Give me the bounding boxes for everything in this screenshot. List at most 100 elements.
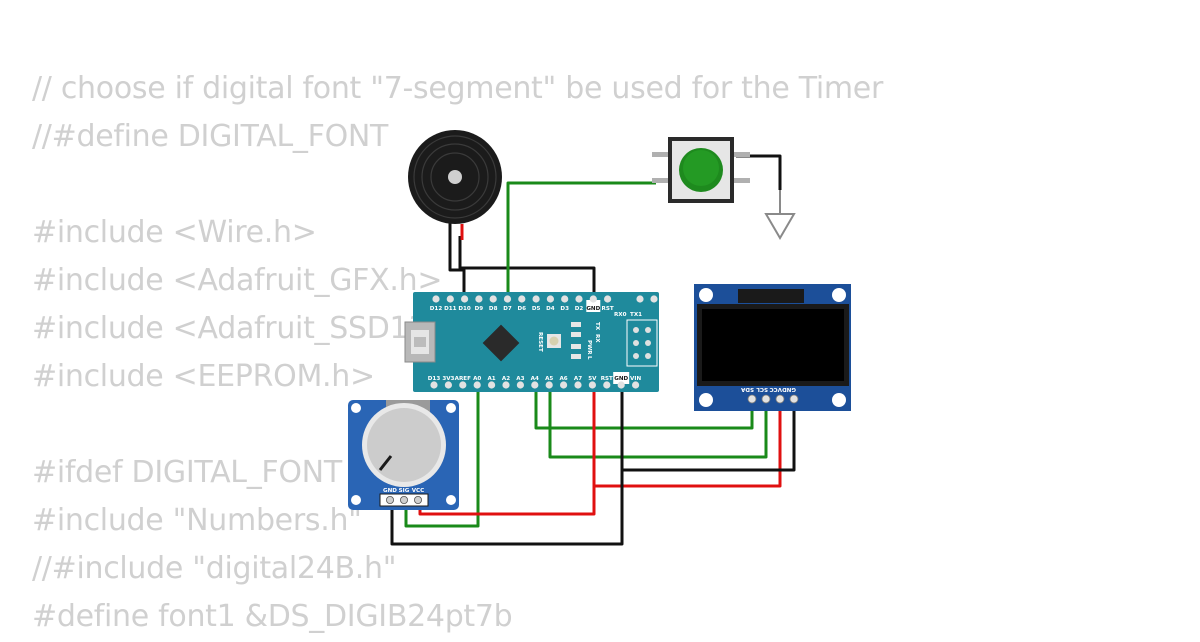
pin-label-a6: A6 bbox=[559, 376, 567, 382]
pin-label-d2: D2 bbox=[575, 306, 584, 312]
oled-pin-label-gnd: GND bbox=[782, 386, 796, 392]
pot-knob[interactable] bbox=[367, 408, 441, 482]
wire-gnd-oled-gnd[interactable] bbox=[620, 384, 796, 472]
pot-pin-label-sig: SIG bbox=[399, 488, 410, 494]
pin-d8[interactable] bbox=[489, 295, 497, 303]
wire-button-gnd[interactable] bbox=[736, 154, 782, 190]
pin-label-3v3: 3V3 bbox=[442, 376, 454, 382]
pin-label-d3: D3 bbox=[560, 306, 569, 312]
pin-unlabeled[interactable] bbox=[636, 295, 644, 303]
pin-d4[interactable] bbox=[546, 295, 555, 303]
pin-a3[interactable] bbox=[516, 381, 525, 389]
pin-a7[interactable] bbox=[574, 381, 582, 389]
mcu-chip-icon bbox=[482, 324, 520, 362]
pin-gnd[interactable] bbox=[617, 381, 625, 389]
pin-gnd[interactable] bbox=[589, 295, 597, 303]
pin-d12[interactable] bbox=[432, 295, 440, 303]
code-line: // choose if digital font "7-segment" be… bbox=[32, 71, 883, 106]
oled-pin-scl[interactable] bbox=[761, 394, 771, 404]
pin-d7[interactable] bbox=[503, 295, 512, 303]
reset-label: RESET bbox=[537, 332, 543, 352]
pin-d5[interactable] bbox=[532, 295, 540, 303]
pin-label-rst: RST bbox=[601, 376, 613, 382]
pin-a0[interactable] bbox=[473, 381, 481, 389]
pot-pin-sig[interactable] bbox=[399, 495, 408, 504]
oled-pin-label-scl: SCL bbox=[756, 386, 768, 392]
tx1-label: TX1 bbox=[630, 312, 642, 318]
code-line: #ifdef DIGITAL_FONT bbox=[32, 455, 342, 490]
pin-label-a7: A7 bbox=[574, 376, 582, 382]
wire-buzzer-d10[interactable] bbox=[448, 222, 466, 298]
pin-label-gnd: GND bbox=[586, 306, 600, 312]
pin-d3[interactable] bbox=[561, 295, 569, 303]
pin-d2[interactable] bbox=[575, 295, 583, 303]
pin-label-rst: RST bbox=[602, 306, 614, 312]
pin-label-a1: A1 bbox=[487, 376, 495, 382]
pin-d11[interactable] bbox=[446, 295, 454, 303]
rx0-label: RX0 bbox=[614, 312, 627, 318]
pot-pin-label-gnd: GND bbox=[383, 488, 397, 494]
pin-a6[interactable] bbox=[560, 381, 568, 389]
pot-pin-gnd[interactable] bbox=[385, 495, 394, 504]
pot-pin-vcc[interactable] bbox=[413, 495, 422, 504]
oled-pin-sda[interactable] bbox=[747, 394, 757, 404]
pin-d13[interactable] bbox=[430, 381, 438, 389]
pin-unlabeled[interactable] bbox=[650, 295, 658, 303]
pin-3v3[interactable] bbox=[444, 381, 452, 389]
code-line: #include <Adafruit_GFX.h> bbox=[32, 263, 443, 298]
pin-a4[interactable] bbox=[531, 381, 539, 389]
pin-a1[interactable] bbox=[488, 381, 496, 389]
wire-a0-pot-sig[interactable] bbox=[404, 384, 480, 528]
wire-gnd-pot-gnd[interactable] bbox=[390, 470, 624, 546]
pin-rst[interactable] bbox=[604, 295, 612, 303]
pin-d10[interactable] bbox=[461, 295, 469, 303]
pin-d9[interactable] bbox=[475, 295, 483, 303]
code-editor-background: // choose if digital font "7-segment" be… bbox=[32, 66, 883, 642]
push-button[interactable] bbox=[652, 137, 750, 203]
wire-a5-scl[interactable] bbox=[548, 384, 768, 459]
pin-label-a3: A3 bbox=[516, 376, 524, 382]
wire-5v-vcc[interactable] bbox=[592, 384, 782, 488]
pin-5v[interactable] bbox=[588, 381, 597, 389]
pin-label-a2: A2 bbox=[502, 376, 510, 382]
pin-a2[interactable] bbox=[502, 381, 510, 389]
pin-rst[interactable] bbox=[603, 381, 611, 389]
pwr-label: PWR bbox=[586, 340, 592, 355]
wire-buzzer-gnd[interactable] bbox=[458, 236, 596, 298]
pin-label-a0: A0 bbox=[473, 376, 481, 382]
pin-label-d5: D5 bbox=[532, 306, 541, 312]
pin-d6[interactable] bbox=[518, 295, 526, 303]
wire-button-d7[interactable] bbox=[506, 181, 656, 298]
pin-label-d8: D8 bbox=[489, 306, 498, 312]
pin-label-d6: D6 bbox=[518, 306, 527, 312]
pin-label-d10: D10 bbox=[458, 306, 471, 312]
pin-label-d7: D7 bbox=[503, 306, 512, 312]
oled-pin-label-vcc: VCC bbox=[769, 386, 782, 392]
buzzer[interactable] bbox=[408, 130, 502, 224]
wire-a4-sda[interactable] bbox=[534, 384, 754, 430]
pin-label-gnd: GND bbox=[614, 376, 628, 382]
code-line: //#include "digital24B.h" bbox=[32, 551, 397, 586]
oled-screen bbox=[702, 309, 844, 381]
pin-aref[interactable] bbox=[459, 381, 467, 389]
code-line: #include <EEPROM.h> bbox=[32, 359, 375, 394]
oled-pin-vcc[interactable] bbox=[775, 394, 785, 404]
gnd-pin-highlight bbox=[586, 300, 601, 312]
pin-label-d9: D9 bbox=[475, 306, 484, 312]
pin-label-vin: VIN bbox=[630, 376, 641, 382]
pin-a5[interactable] bbox=[545, 381, 553, 389]
pin-vin[interactable] bbox=[632, 381, 640, 389]
ground-symbol bbox=[764, 190, 796, 240]
oled-pin-gnd[interactable] bbox=[789, 394, 799, 404]
pin-label-d12: D12 bbox=[430, 306, 443, 312]
oled-pin-label-sda: SDA bbox=[740, 386, 754, 392]
pin-label-a5: A5 bbox=[545, 376, 553, 382]
code-line: //#define DIGITAL_FONT bbox=[32, 119, 389, 154]
